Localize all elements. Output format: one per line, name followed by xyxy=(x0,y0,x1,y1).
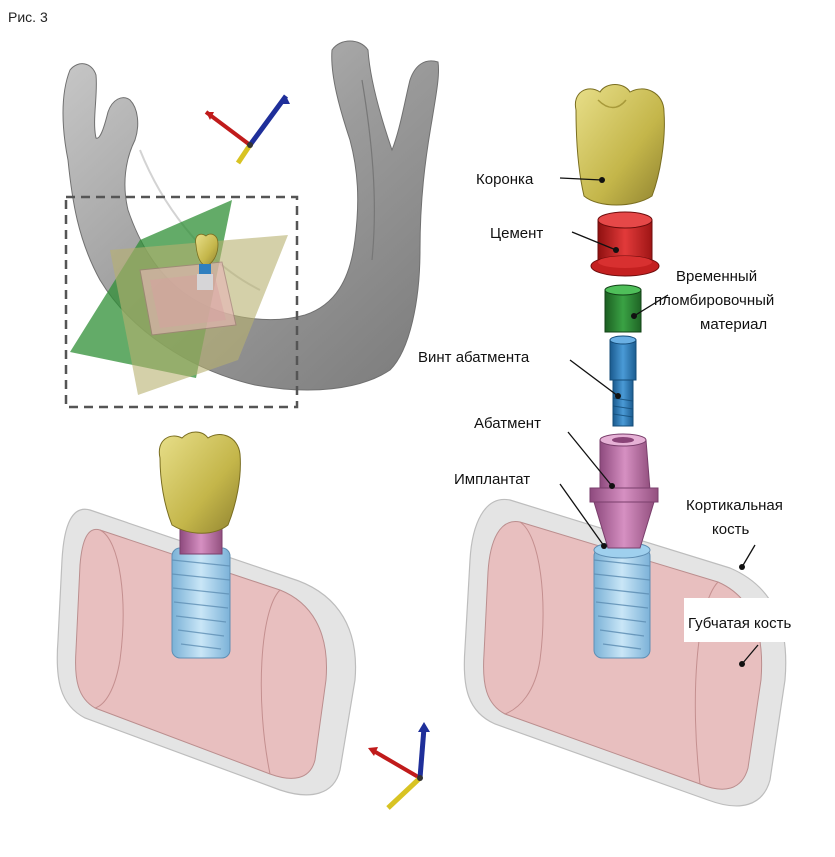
axes-triad-top xyxy=(204,94,290,165)
leader-dots xyxy=(599,177,745,667)
label-implant: Имплантат xyxy=(454,471,530,488)
jaw-mini-implant xyxy=(195,233,219,290)
exploded-temporary-filling xyxy=(604,284,642,333)
assembled-model xyxy=(56,431,357,796)
assembled-implant xyxy=(171,547,231,659)
exploded-implant xyxy=(593,541,651,659)
label-cement: Цемент xyxy=(490,225,543,242)
assembled-crown xyxy=(158,431,241,534)
label-cortical-2: кость xyxy=(712,521,749,538)
exploded-cement xyxy=(590,211,660,277)
leader-lines xyxy=(559,177,759,665)
assembled-abutment xyxy=(179,527,223,555)
label-abutment-screw: Винт абатмента xyxy=(418,349,530,366)
exploded-abutment xyxy=(589,433,659,549)
cancellous-label-bg xyxy=(684,598,824,642)
label-temp-filling-2: пломбировочный xyxy=(654,292,774,309)
label-cortical-1: Кортикальная xyxy=(686,497,783,514)
jaw-bone-block xyxy=(139,261,237,336)
label-cancellous: Губчатая кость xyxy=(688,615,791,632)
region-of-interest-box xyxy=(64,195,299,409)
label-crown: Коронка xyxy=(476,171,534,188)
label-temp-filling-1: Временный xyxy=(676,268,757,285)
exploded-abutment-screw xyxy=(609,335,637,427)
axes-triad-bottom xyxy=(368,722,430,810)
exploded-crown xyxy=(574,84,665,206)
figure-label: Рис. 3 xyxy=(8,9,48,25)
label-temp-filling-3: материал xyxy=(700,316,767,333)
label-abutment: Абатмент xyxy=(474,415,541,432)
